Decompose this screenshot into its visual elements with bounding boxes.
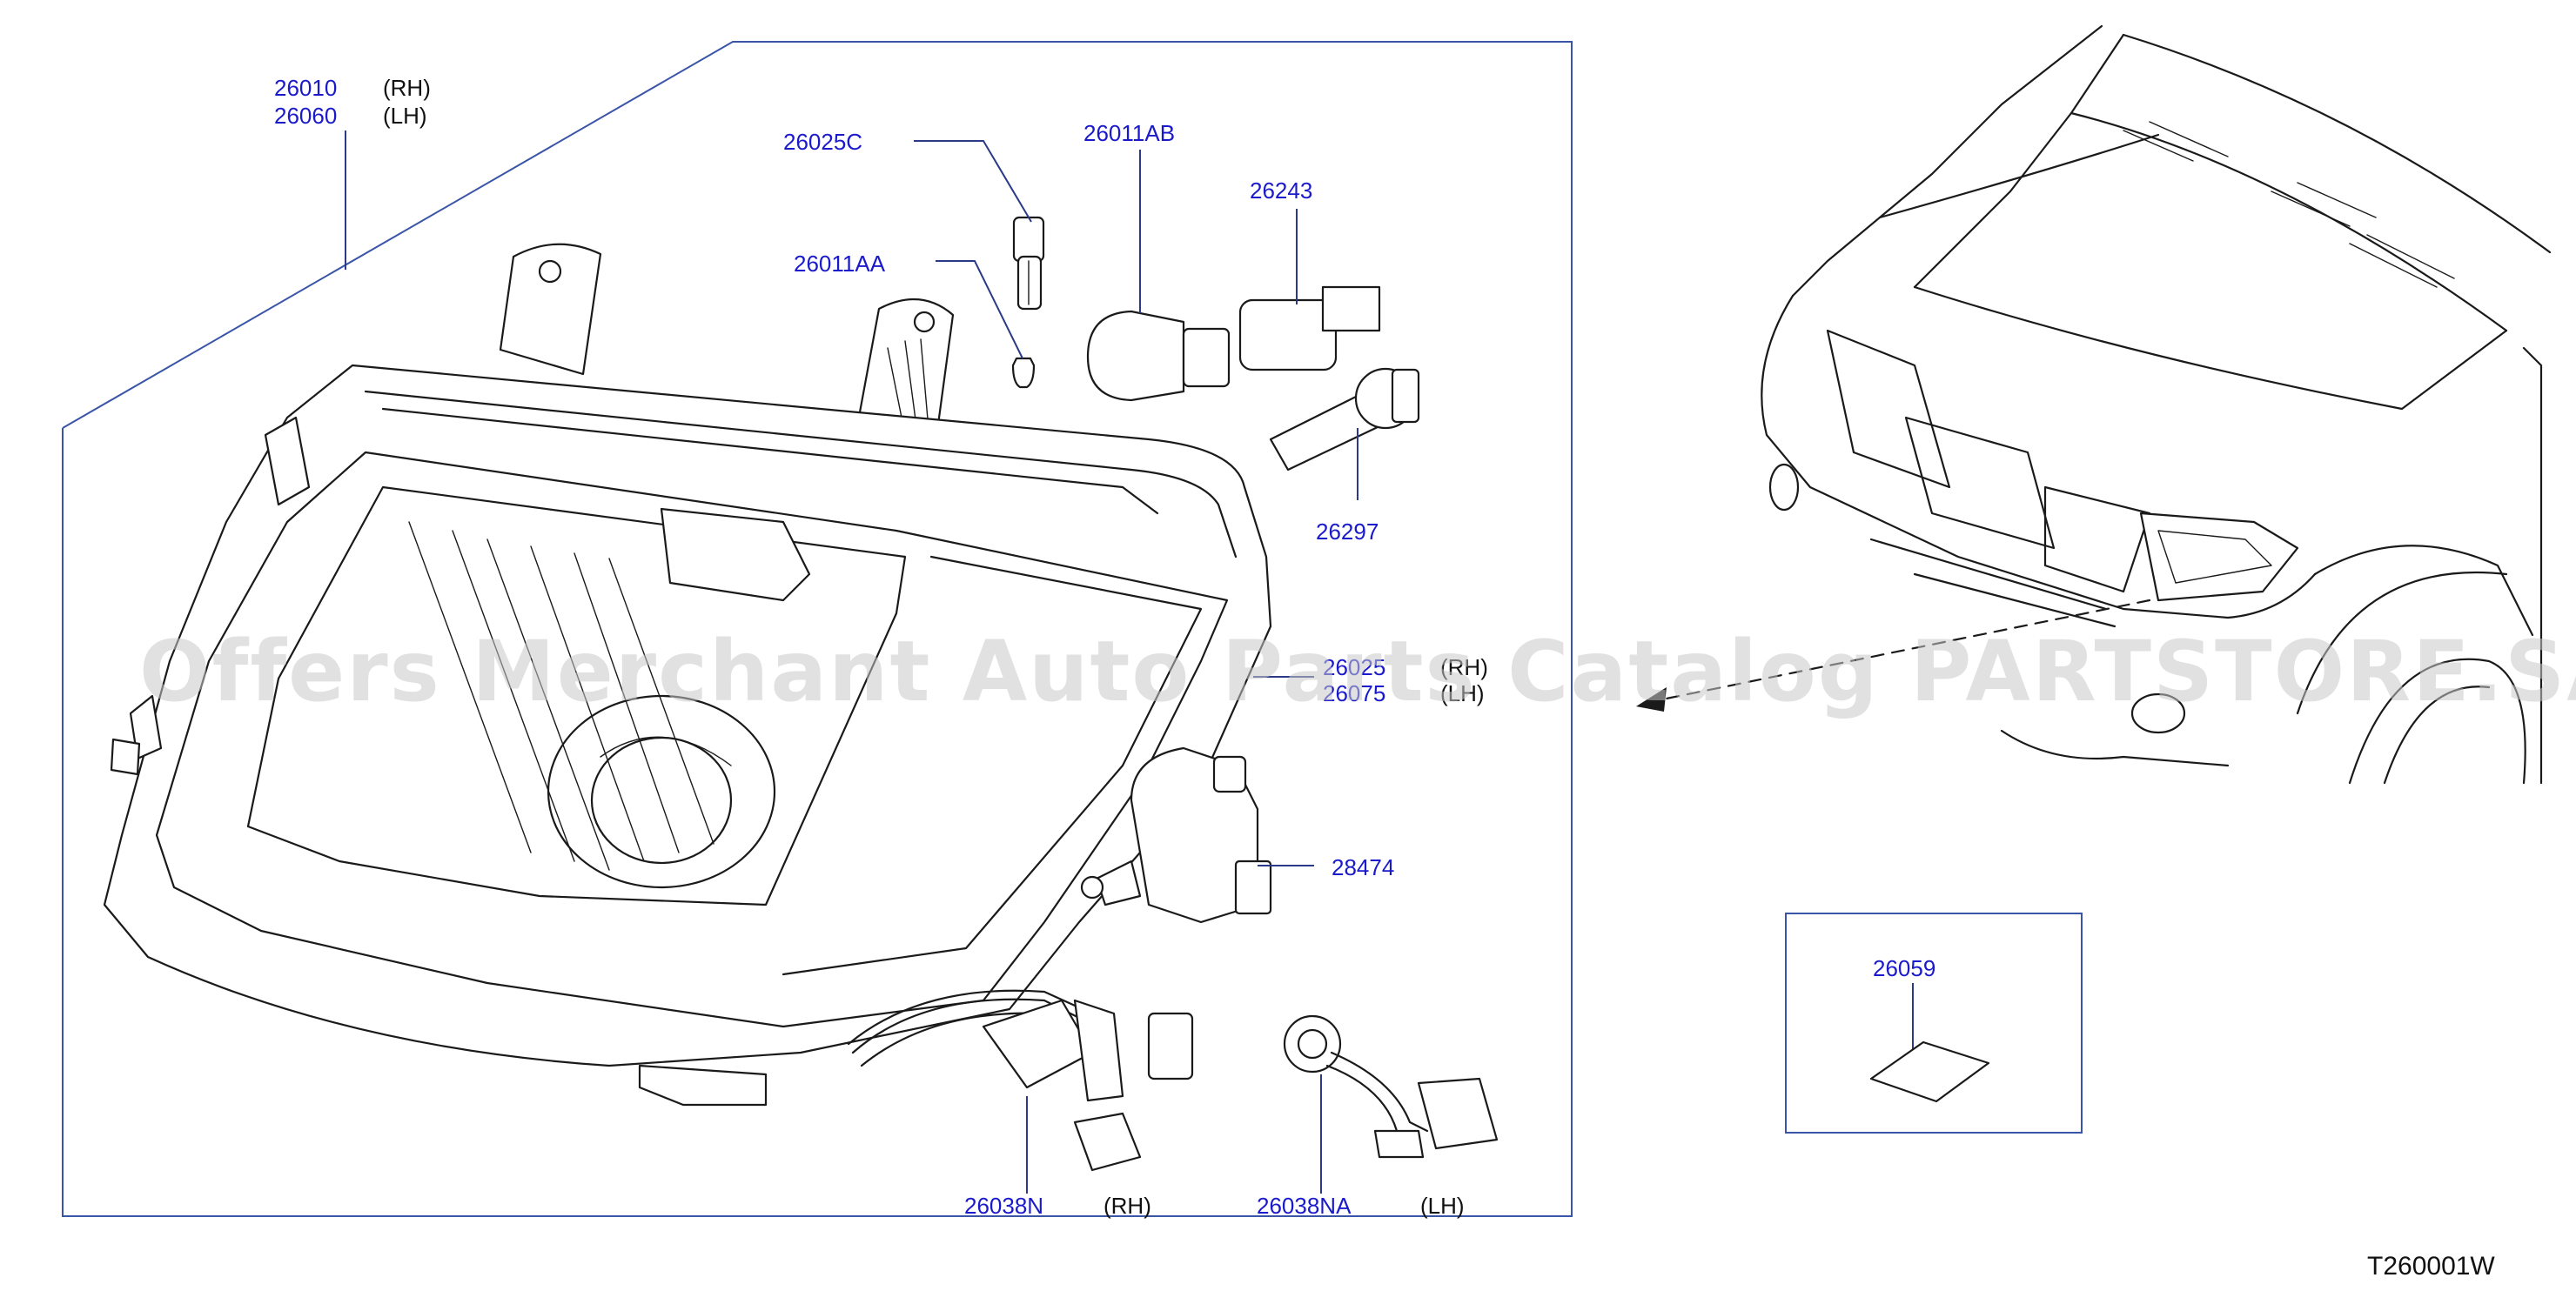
callout-actuator[interactable]: 28474: [1332, 854, 1394, 880]
bulb-small-drawing: [1011, 357, 1036, 389]
callout-harness-lh-side: (LH): [1420, 1193, 1465, 1219]
callout-headlamp-lh-side: (LH): [383, 103, 427, 129]
bulb-amber-drawing: [1086, 310, 1231, 402]
callout-bezel-rh[interactable]: 26025: [1323, 654, 1385, 680]
callout-bezel-lh-side: (LH): [1440, 680, 1485, 706]
callout-harness-rh[interactable]: 26038N: [964, 1193, 1043, 1219]
callout-bulb-hid[interactable]: 26297: [1316, 518, 1379, 545]
callout-bulb-holder[interactable]: 26025C: [783, 129, 862, 155]
diagram-code: T260001W: [2367, 1252, 2495, 1281]
callout-harness-rh-side: (RH): [1104, 1193, 1151, 1219]
callout-headlamp-rh-side: (RH): [383, 75, 431, 101]
callout-socket[interactable]: 26243: [1250, 177, 1312, 204]
harness-lh-drawing: [1283, 1014, 1499, 1159]
callout-bulb-amber[interactable]: 26011AB: [1083, 120, 1175, 146]
callout-bulb-small[interactable]: 26011AA: [794, 251, 886, 277]
label-plate-frame: 26059: [1785, 913, 2083, 1134]
socket-drawing: [1238, 285, 1381, 371]
callout-bezel-rh-side: (RH): [1440, 654, 1488, 680]
callout-headlamp-rh[interactable]: 26010: [274, 75, 337, 101]
callout-harness-lh[interactable]: 26038NA: [1257, 1193, 1352, 1219]
bulb-holder-drawing: [1012, 216, 1045, 311]
vehicle-front-view: [1636, 24, 2552, 785]
bulb-hid-drawing: [1269, 367, 1420, 472]
callout-headlamp-lh[interactable]: 26060: [274, 103, 337, 129]
harness-rh-drawing: [847, 989, 1194, 1172]
watermark-text: Offers Merchant Auto Parts Catalog PARTS…: [139, 623, 2576, 720]
part-callouts: 26010 (RH) 26060 (LH) 26025C 26011AA 260…: [274, 75, 1488, 1219]
callout-label-plate[interactable]: 26059: [1873, 955, 1935, 981]
headlamp-housing-drawing: [103, 243, 1272, 1107]
callout-bezel-lh[interactable]: 26075: [1323, 680, 1385, 706]
leveling-actuator-drawing: [1080, 746, 1272, 924]
headlamp-assembly-frame: [62, 41, 1573, 1217]
